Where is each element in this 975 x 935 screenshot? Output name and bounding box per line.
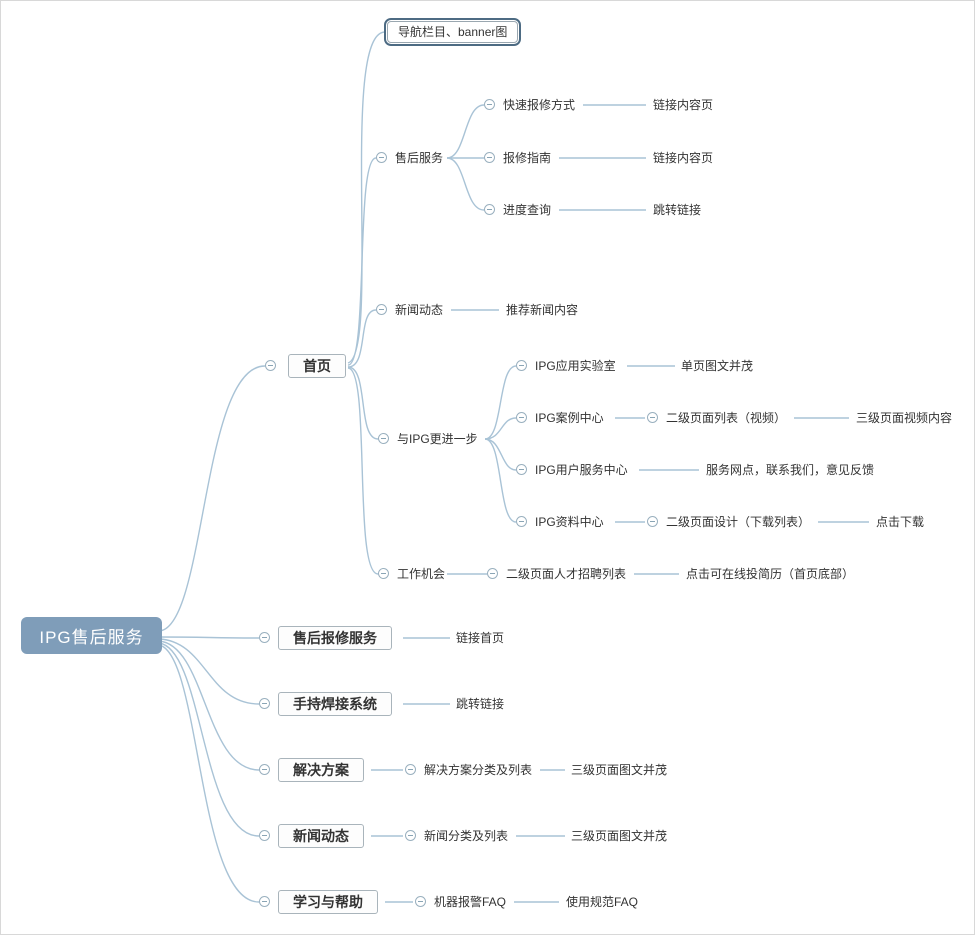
leaf-usage-faq[interactable]: 使用规范FAQ [566, 895, 639, 909]
collapse-icon[interactable] [378, 433, 389, 444]
leaf-jobs[interactable]: 点击可在线投简历（首页底部） [686, 567, 855, 581]
node-more-ipg[interactable]: 与IPG更进一步 [397, 432, 478, 446]
node-home-news[interactable]: 新闻动态 [395, 303, 444, 317]
node-ipg-case[interactable]: IPG案例中心 [535, 411, 604, 425]
collapse-icon[interactable] [259, 632, 270, 643]
collapse-icon[interactable] [378, 568, 389, 579]
leaf-progress-query[interactable]: 跳转链接 [653, 203, 702, 217]
collapse-icon[interactable] [516, 516, 527, 527]
collapse-icon[interactable] [484, 204, 495, 215]
leaf-handheld-welding[interactable]: 跳转链接 [456, 697, 505, 711]
leaf-ipg-case[interactable]: 三级页面视频内容 [856, 411, 953, 425]
leaf-home-news[interactable]: 推荐新闻内容 [506, 303, 579, 317]
node-banner[interactable]: 导航栏目、banner图 [383, 18, 522, 46]
leaf-ipg-data-center[interactable]: 点击下载 [876, 515, 925, 529]
node-repair-service[interactable]: 售后报修服务 [278, 626, 392, 650]
collapse-icon[interactable] [487, 568, 498, 579]
node-solutions-list[interactable]: 解决方案分类及列表 [424, 763, 533, 777]
node-jobs[interactable]: 工作机会 [397, 567, 446, 581]
collapse-icon[interactable] [259, 698, 270, 709]
collapse-icon[interactable] [259, 764, 270, 775]
leaf-ipg-user-service[interactable]: 服务网点，联系我们，意见反馈 [706, 463, 875, 477]
leaf-repair-service[interactable]: 链接首页 [456, 631, 505, 645]
root-node[interactable]: IPG售后服务 [21, 617, 162, 654]
node-ipg-lab[interactable]: IPG应用实验室 [535, 359, 616, 373]
collapse-icon[interactable] [405, 764, 416, 775]
node-ipg-data-center[interactable]: IPG资料中心 [535, 515, 604, 529]
node-after-sale[interactable]: 售后服务 [395, 151, 444, 165]
node-ipg-user-service[interactable]: IPG用户服务中心 [535, 463, 628, 477]
collapse-icon[interactable] [516, 412, 527, 423]
node-machine-alarm-faq[interactable]: 机器报警FAQ [434, 895, 507, 909]
node-handheld-welding[interactable]: 手持焊接系统 [278, 692, 392, 716]
collapse-icon[interactable] [484, 99, 495, 110]
node-home[interactable]: 首页 [288, 354, 346, 378]
collapse-icon[interactable] [484, 152, 495, 163]
collapse-icon[interactable] [259, 896, 270, 907]
leaf-repair-guide[interactable]: 链接内容页 [653, 151, 714, 165]
collapse-icon[interactable] [376, 152, 387, 163]
node-ipg-case-list[interactable]: 二级页面列表（视频） [666, 411, 787, 425]
collapse-icon[interactable] [647, 412, 658, 423]
collapse-icon[interactable] [516, 360, 527, 371]
node-learning-help[interactable]: 学习与帮助 [278, 890, 378, 914]
collapse-icon[interactable] [415, 896, 426, 907]
collapse-icon[interactable] [376, 304, 387, 315]
node-progress-query[interactable]: 进度查询 [503, 203, 552, 217]
collapse-icon[interactable] [405, 830, 416, 841]
leaf-ipg-lab[interactable]: 单页图文并茂 [681, 359, 754, 373]
collapse-icon[interactable] [516, 464, 527, 475]
node-ipg-data-design[interactable]: 二级页面设计（下载列表） [666, 515, 811, 529]
leaf-quick-repair[interactable]: 链接内容页 [653, 98, 714, 112]
node-jobs-list[interactable]: 二级页面人才招聘列表 [506, 567, 627, 581]
node-news[interactable]: 新闻动态 [278, 824, 364, 848]
collapse-icon[interactable] [265, 360, 276, 371]
collapse-icon[interactable] [647, 516, 658, 527]
node-solutions[interactable]: 解决方案 [278, 758, 364, 782]
node-quick-repair[interactable]: 快速报修方式 [503, 98, 576, 112]
node-news-list[interactable]: 新闻分类及列表 [424, 829, 509, 843]
collapse-icon[interactable] [259, 830, 270, 841]
node-repair-guide[interactable]: 报修指南 [503, 151, 552, 165]
leaf-news[interactable]: 三级页面图文并茂 [571, 829, 668, 843]
leaf-solutions[interactable]: 三级页面图文并茂 [571, 763, 668, 777]
